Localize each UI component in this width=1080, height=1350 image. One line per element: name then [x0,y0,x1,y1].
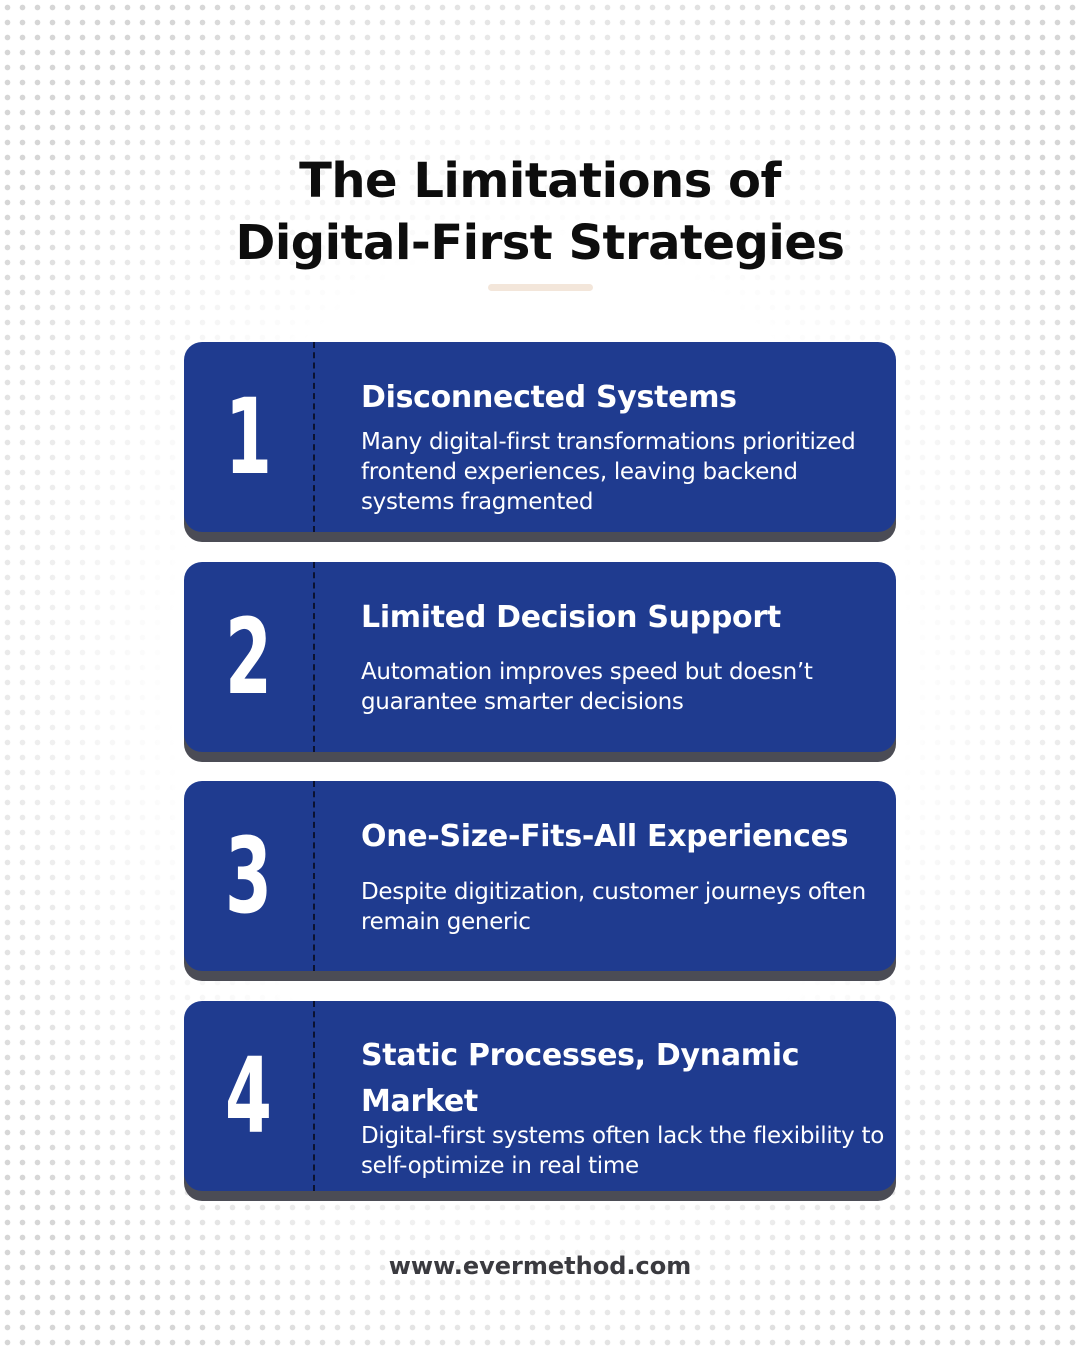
card-description: Digital-first systems often lack the fle… [361,1123,884,1179]
title-line-2: Digital-First Strategies [235,215,845,271]
dashed-divider [313,342,315,532]
page-title: The Limitations of Digital-First Strateg… [0,150,1080,274]
card-number: 2 [225,596,272,718]
card-number: 1 [225,376,272,498]
card-face: 1 Disconnected Systems Many digital-firs… [184,342,896,532]
dashed-divider [313,1001,315,1191]
card-description: Despite digitization, customer journeys … [361,879,866,935]
title-underline [488,284,593,291]
card-heading: Disconnected Systems [361,380,737,415]
dashed-divider [313,562,315,752]
limitation-card-3: 3 One-Size-Fits-All Experiences Despite … [184,781,896,981]
card-heading: Limited Decision Support [361,600,781,635]
website-url: www.evermethod.com [388,1252,692,1280]
card-face: 4 Static Processes, Dynamic Market Digit… [184,1001,896,1191]
card-face: 2 Limited Decision Support Automation im… [184,562,896,752]
card-number: 3 [225,815,272,937]
card-heading: One-Size-Fits-All Experiences [361,819,849,854]
card-description: Automation improves speed but doesn’t gu… [361,659,813,715]
card-description: Many digital-first transformations prior… [361,429,856,515]
card-number: 4 [225,1035,272,1157]
limitation-card-4: 4 Static Processes, Dynamic Market Digit… [184,1001,896,1201]
limitation-card-2: 2 Limited Decision Support Automation im… [184,562,896,762]
dashed-divider [313,781,315,971]
card-face: 3 One-Size-Fits-All Experiences Despite … [184,781,896,971]
title-line-1: The Limitations of [299,153,781,209]
limitation-card-1: 1 Disconnected Systems Many digital-firs… [184,342,896,542]
card-heading: Static Processes, Dynamic Market [361,1038,800,1119]
